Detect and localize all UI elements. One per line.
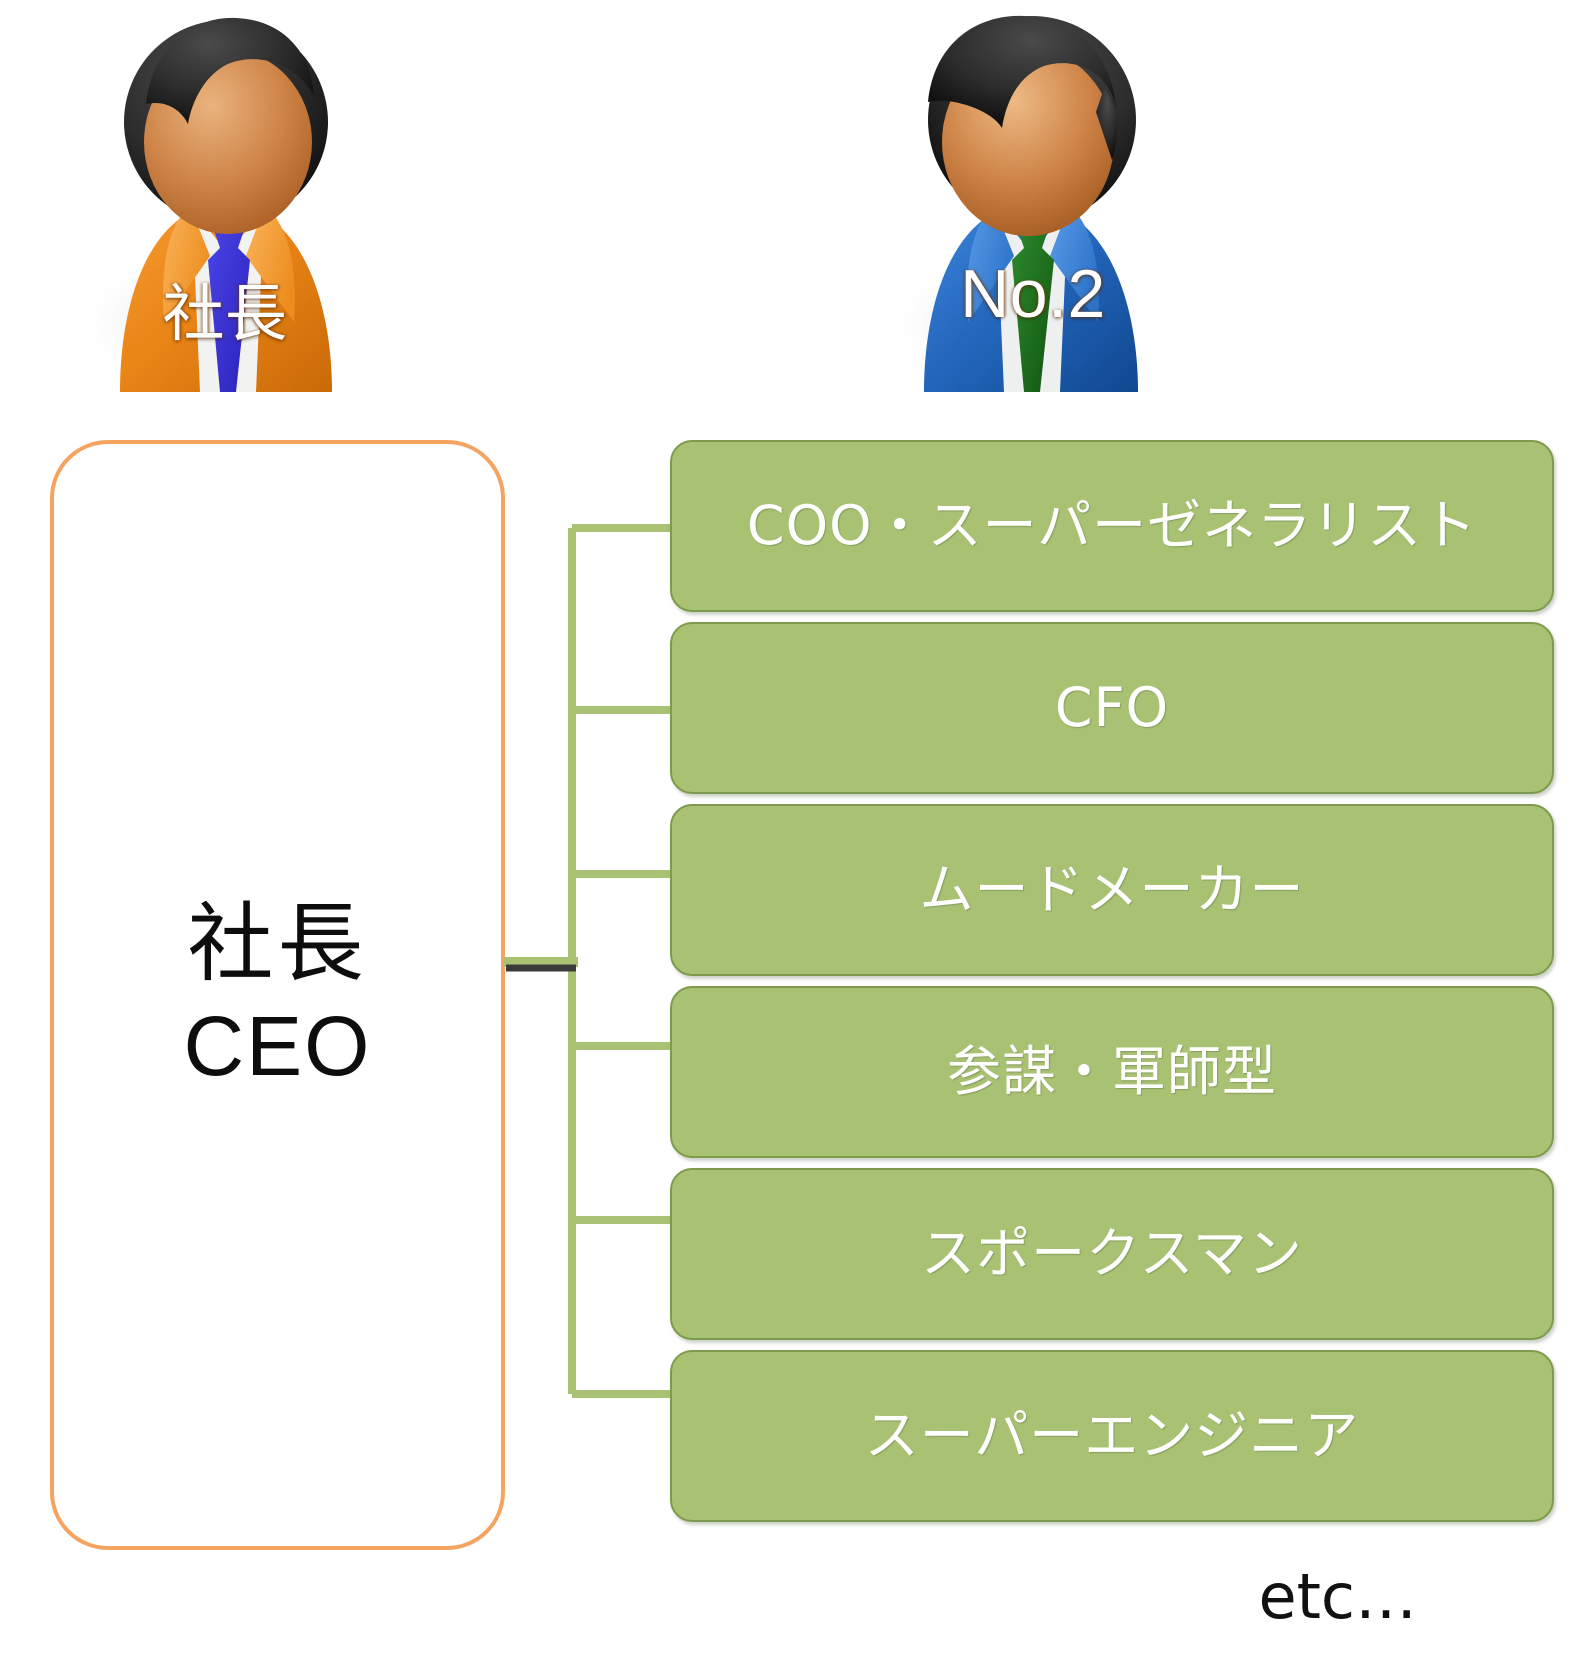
person-blue-suit-icon <box>880 15 1160 392</box>
role-box[interactable]: スーパーエンジニア <box>670 1350 1554 1522</box>
role-box[interactable]: ムードメーカー <box>670 804 1554 976</box>
role-box[interactable]: CFO <box>670 622 1554 794</box>
etc-note: etc… <box>1258 1560 1417 1633</box>
ceo-card-title-en: CEO <box>183 998 372 1093</box>
no2-avatar: No.2 <box>868 0 1198 392</box>
role-box-label: ムードメーカー <box>919 858 1305 921</box>
role-box-label: COO・スーパーゼネラリスト <box>746 494 1478 557</box>
role-box-label: スーパーエンジニア <box>864 1404 1360 1467</box>
person-orange-suit-icon <box>70 17 350 392</box>
role-box[interactable]: スポークスマン <box>670 1168 1554 1340</box>
role-box-label: CFO <box>1054 676 1170 739</box>
ceo-avatar: 社長 <box>60 0 390 392</box>
role-box[interactable]: COO・スーパーゼネラリスト <box>670 440 1554 612</box>
role-box-list: COO・スーパーゼネラリスト CFO ムードメーカー 参謀・軍師型 スポークスマ… <box>670 440 1554 1532</box>
ceo-card-title-ja: 社長 <box>187 893 368 994</box>
role-box-label: 参謀・軍師型 <box>947 1040 1277 1103</box>
ceo-card: 社長 CEO <box>50 440 505 1550</box>
role-box[interactable]: 参謀・軍師型 <box>670 986 1554 1158</box>
role-box-label: スポークスマン <box>921 1222 1303 1285</box>
